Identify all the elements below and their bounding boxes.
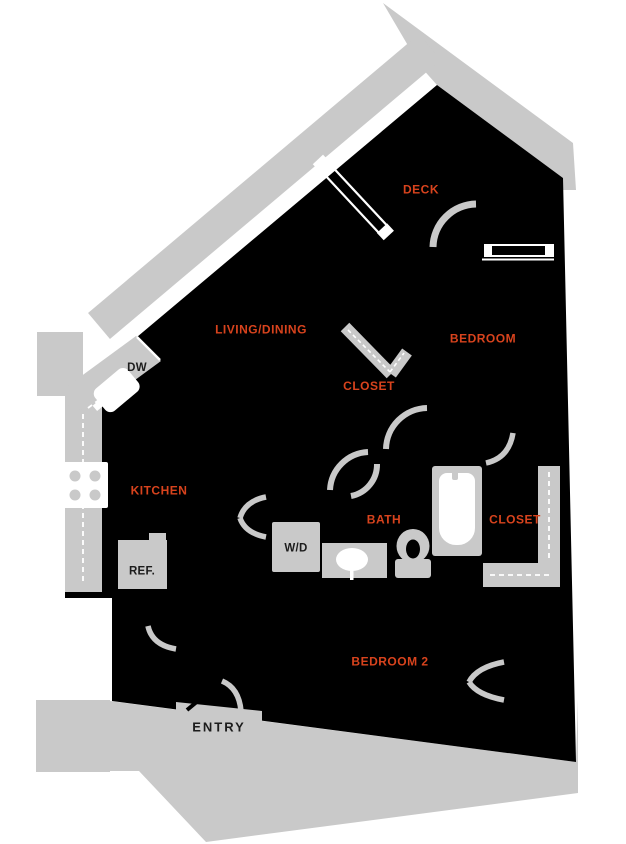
room-label-bath: BATH: [367, 513, 401, 527]
unit-footprint: [65, 85, 576, 762]
room-label-kitchen: KITCHEN: [131, 484, 188, 498]
entry-area: ENTRY: [176, 678, 262, 741]
counter-end-cap: [136, 336, 161, 361]
bedroom-window-icon: [482, 244, 554, 261]
deck-door-arc: [429, 200, 477, 248]
washer-dryer-icon: [272, 522, 320, 572]
toilet-icon: [395, 529, 431, 578]
wd-bifold-door-lower: [237, 516, 267, 540]
room-label-bedroom: BEDROOM: [450, 332, 516, 346]
wd-bifold-door-upper: [237, 494, 267, 519]
band-bottom-left-step: [36, 700, 110, 772]
room-label-closet-right: CLOSET: [489, 513, 541, 527]
bedroom2-area: BEDROOM 2: [145, 602, 505, 703]
deck-area: DECK: [312, 154, 554, 261]
closet-shelf-arm-right: [386, 348, 412, 378]
dishwasher-label: DW: [127, 362, 147, 374]
stove-icon: [62, 462, 108, 508]
closet-shelf-dash-left: [347, 329, 391, 373]
entry-label: ENTRY: [192, 720, 246, 735]
corner-closet-area: CLOSET: [340, 322, 412, 393]
bathroom-area: BATH: [322, 466, 482, 580]
bedroom-area: BEDROOM: [383, 332, 516, 450]
sliding-door-icon: [312, 154, 394, 241]
closet-shelf-dash-right: [389, 352, 405, 373]
washer-dryer-label: W/D: [284, 543, 307, 555]
bedroom2-door-leaf: [151, 602, 184, 636]
bedroom2-bifold-door-upper: [466, 659, 505, 684]
hall-closet-door-arc: [327, 449, 369, 491]
band-upper-left: [88, 34, 441, 339]
washer-dryer-area: W/D: [237, 494, 320, 572]
room-label-closet-center: CLOSET: [343, 379, 395, 393]
room-label-deck: DECK: [403, 183, 439, 197]
vanity-sink-icon: [322, 543, 387, 580]
walkin-closet-door-arc: [485, 432, 516, 466]
refrigerator-icon: REF.: [118, 533, 167, 589]
kitchen-sink-icon: [92, 367, 140, 413]
entry-notch: [176, 702, 262, 741]
bath-door-arc: [350, 463, 381, 499]
bedroom2-door-arc: [145, 625, 177, 652]
refrigerator-label: REF.: [129, 566, 155, 578]
entry-door-leaf: [185, 679, 224, 712]
bedroom2-bifold-door-lower: [466, 680, 505, 703]
bathtub-icon: [432, 466, 482, 556]
room-label-bedroom2: BEDROOM 2: [351, 655, 428, 669]
walkin-closet-area: CLOSET: [483, 432, 560, 587]
bedroom-door-arc: [383, 405, 428, 450]
room-label-living-dining: LIVING/DINING: [215, 323, 307, 337]
entry-door-arc: [220, 678, 244, 712]
kitchen-area: REF. DW KITCHEN: [62, 336, 187, 592]
